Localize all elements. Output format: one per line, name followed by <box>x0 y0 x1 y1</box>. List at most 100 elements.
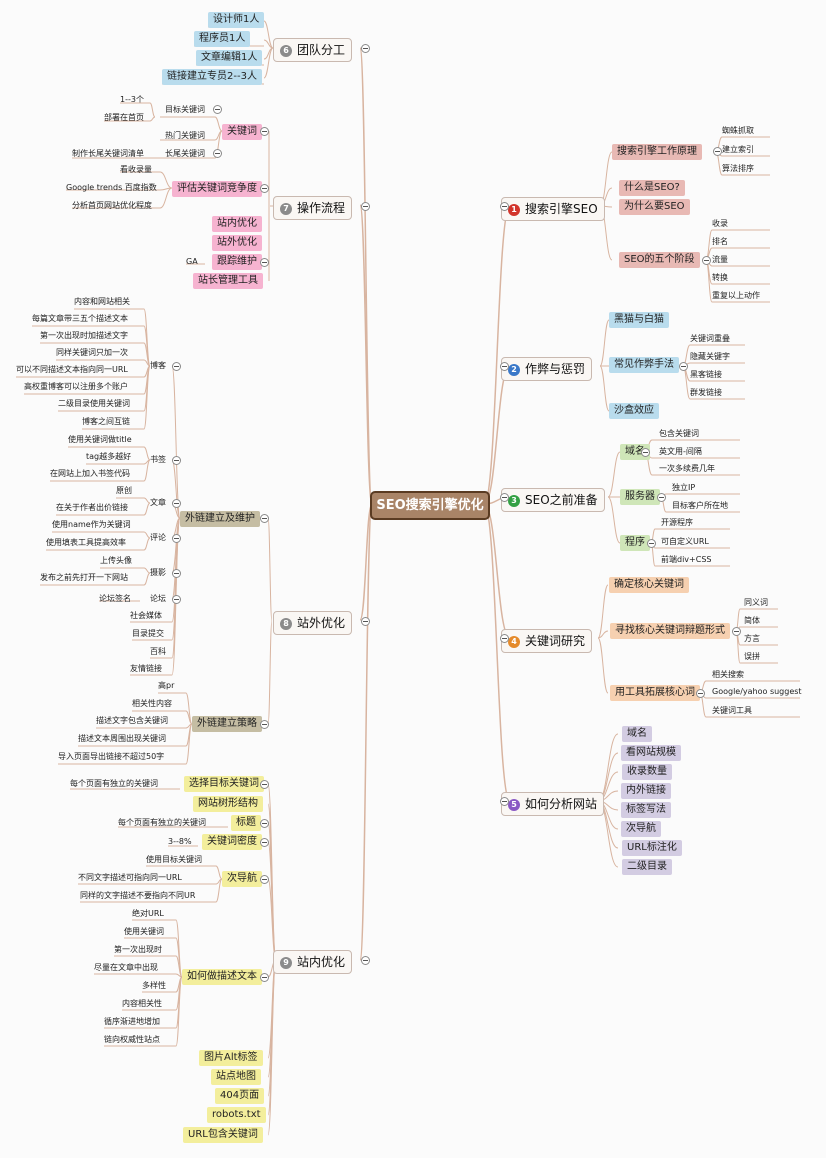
cheat-item[interactable]: 黑客链接 <box>690 370 722 379</box>
collapse-toggle-icon[interactable] <box>172 362 181 371</box>
cheat-hat[interactable]: 黑猫与白猫 <box>609 312 669 328</box>
ops-offsite[interactable]: 站外优化 <box>212 235 262 251</box>
collapse-toggle-icon[interactable] <box>260 720 269 729</box>
onsite-item[interactable]: 404页面 <box>215 1088 265 1104</box>
analyze-item[interactable]: 看网站规模 <box>621 745 681 761</box>
onsite-item[interactable]: 图片Alt标签 <box>199 1050 263 1066</box>
stage-item[interactable]: 收录 <box>712 219 728 228</box>
cheat-common[interactable]: 常见作弊手法 <box>609 357 679 373</box>
domain-item[interactable]: 包含关键词 <box>659 429 699 438</box>
tool-item[interactable]: Google/yahoo suggest <box>712 687 802 696</box>
note[interactable]: 看收录量 <box>120 165 152 174</box>
note[interactable]: 3--8% <box>168 837 192 846</box>
blog-item[interactable]: 第一次出现时加描述文字 <box>40 331 128 340</box>
blog-item[interactable]: 同样关键词只加一次 <box>56 348 128 357</box>
collapse-toggle-icon[interactable] <box>702 256 711 265</box>
collapse-toggle-icon[interactable] <box>172 499 181 508</box>
desc-item[interactable]: 绝对URL <box>132 909 164 918</box>
principle-item[interactable]: 算法排序 <box>722 164 754 173</box>
blog-item[interactable]: 二级目录使用关键词 <box>58 399 130 408</box>
collapse-toggle-icon[interactable] <box>172 595 181 604</box>
cheat-item[interactable]: 关键词重叠 <box>690 334 730 343</box>
ops-hot[interactable]: 热门关键词 <box>165 131 205 140</box>
prep-server[interactable]: 服务器 <box>620 489 660 505</box>
server-item[interactable]: 独立IP <box>672 483 696 492</box>
engine-why[interactable]: 为什么要SEO <box>619 199 690 215</box>
comment-item[interactable]: 使用name作为关键词 <box>52 520 131 529</box>
server-item[interactable]: 目标客户所在地 <box>672 501 728 510</box>
onsite-item[interactable]: 如何做描述文本 <box>182 969 262 985</box>
desc-item[interactable]: 循序渐进地增加 <box>104 1017 160 1026</box>
offsite-build[interactable]: 外链建立及维护 <box>180 511 260 527</box>
strategy-item[interactable]: 描述文本周围出现关键词 <box>78 734 166 743</box>
collapse-toggle-icon[interactable] <box>260 875 269 884</box>
collapse-toggle-icon[interactable] <box>361 202 370 211</box>
collapse-toggle-icon[interactable] <box>260 514 269 523</box>
team-member-node[interactable]: 链接建立专员2--3人 <box>162 69 262 85</box>
onsite-item[interactable]: 标题 <box>231 815 261 831</box>
kw-variant[interactable]: 寻找核心关键词辩题形式 <box>610 623 730 639</box>
collapse-toggle-icon[interactable] <box>641 448 650 457</box>
program-item[interactable]: 前端div+CSS <box>661 555 712 564</box>
collapse-toggle-icon[interactable] <box>647 539 656 548</box>
blog-item[interactable]: 可以不同描述文本指向同一URL <box>16 365 128 374</box>
collapse-toggle-icon[interactable] <box>500 797 509 806</box>
forum-item[interactable]: 论坛签名 <box>99 594 131 603</box>
note[interactable]: 1--3个 <box>120 95 144 104</box>
article-item[interactable]: 在关于作者出价链接 <box>56 503 128 512</box>
tool-item[interactable]: 关键词工具 <box>712 706 752 715</box>
note[interactable]: 部署在首页 <box>104 113 144 122</box>
note[interactable]: 每个页面有独立的关键词 <box>118 818 206 827</box>
blog-item[interactable]: 高权重博客可以注册多个账户 <box>24 382 128 391</box>
onsite-item[interactable]: URL包含关键词 <box>183 1127 263 1143</box>
desc-item[interactable]: 多样性 <box>142 981 166 990</box>
subnav-item[interactable]: 使用目标关键词 <box>146 855 202 864</box>
offsite-strategy[interactable]: 外链建立策略 <box>192 716 262 732</box>
collapse-toggle-icon[interactable] <box>657 493 666 502</box>
stage-item[interactable]: 流量 <box>712 255 728 264</box>
strategy-item[interactable]: 导入页面导出链接不超过50字 <box>58 752 165 761</box>
stage-item[interactable]: 重复以上动作 <box>712 291 760 300</box>
team-member-node[interactable]: 设计师1人 <box>208 12 265 28</box>
collapse-toggle-icon[interactable] <box>500 202 509 211</box>
ops-track[interactable]: 跟踪维护 <box>212 254 262 270</box>
onsite-item[interactable]: robots.txt <box>207 1107 266 1123</box>
photo-item[interactable]: 上传头像 <box>100 556 132 565</box>
onsite-item[interactable]: 关键词密度 <box>202 834 262 850</box>
central-topic[interactable]: SEO搜索引擎优化 <box>370 491 490 520</box>
offsite-other[interactable]: 百科 <box>150 647 166 656</box>
collapse-toggle-icon[interactable] <box>361 956 370 965</box>
collapse-toggle-icon[interactable] <box>713 147 722 156</box>
offsite-forum[interactable]: 论坛 <box>150 594 166 603</box>
offsite-comment[interactable]: 评论 <box>150 533 166 542</box>
kw-core[interactable]: 确定核心关键词 <box>609 577 689 593</box>
program-item[interactable]: 可自定义URL <box>661 537 709 546</box>
collapse-toggle-icon[interactable] <box>172 456 181 465</box>
collapse-toggle-icon[interactable] <box>260 184 269 193</box>
collapse-toggle-icon[interactable] <box>172 534 181 543</box>
ops-target[interactable]: 目标关键词 <box>165 105 205 114</box>
blog-item[interactable]: 每篇文章带三五个描述文本 <box>32 314 128 323</box>
analyze-item[interactable]: 内外链接 <box>621 783 671 799</box>
domain-item[interactable]: 英文用-间隔 <box>659 447 702 456</box>
ops-tools[interactable]: 站长管理工具 <box>193 273 263 289</box>
domain-item[interactable]: 一次多续费几年 <box>659 464 715 473</box>
analyze-item[interactable]: 收录数量 <box>622 764 672 780</box>
bookmark-item[interactable]: 在网站上加入书签代码 <box>50 469 130 478</box>
analyze-item[interactable]: 标签写法 <box>621 802 671 818</box>
strategy-item[interactable]: 高pr <box>158 681 175 690</box>
collapse-toggle-icon[interactable] <box>361 44 370 53</box>
ops-longtail[interactable]: 长尾关键词 <box>165 149 205 158</box>
variant-item[interactable]: 同义词 <box>744 598 768 607</box>
offsite-bookmark[interactable]: 书签 <box>150 455 166 464</box>
analyze-item[interactable]: 域名 <box>622 726 652 742</box>
subnav-item[interactable]: 不同文字描述可指向同一URL <box>78 873 182 882</box>
collapse-toggle-icon[interactable] <box>260 258 269 267</box>
variant-item[interactable]: 方言 <box>744 634 760 643</box>
desc-item[interactable]: 链向权威性站点 <box>104 1035 160 1044</box>
